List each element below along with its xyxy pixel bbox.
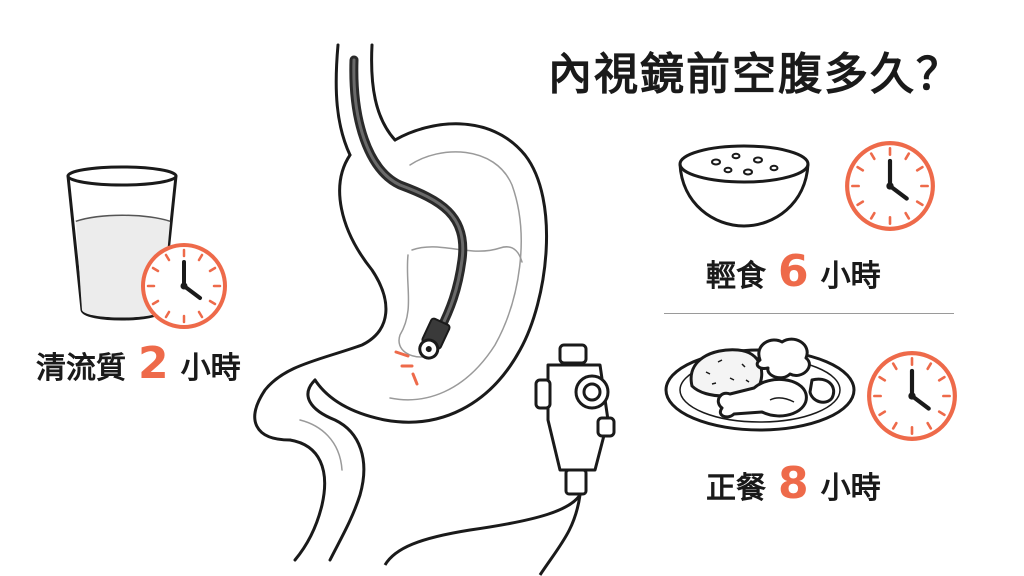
hours-unit: 小時 <box>820 471 881 506</box>
light-meal-label: 輕食 6 小時 <box>706 246 881 297</box>
soup-bowl-icon <box>678 144 810 228</box>
divider <box>664 313 954 314</box>
food-type: 清流質 <box>36 351 126 386</box>
food-type: 正餐 <box>706 471 766 506</box>
clock-icon <box>845 141 935 231</box>
hours-number: 6 <box>778 246 809 297</box>
clock-icon <box>867 351 957 441</box>
hours-unit: 小時 <box>180 351 241 386</box>
hours-unit: 小時 <box>820 259 881 294</box>
clock-icon <box>141 243 227 329</box>
page-title: 內視鏡前空腹多久？ <box>548 49 962 100</box>
meal-plate-icon <box>664 337 856 432</box>
hours-number: 2 <box>138 338 169 389</box>
clear-liquid-label: 清流質 2 小時 <box>36 338 241 389</box>
food-type: 輕食 <box>706 259 766 294</box>
full-meal-label: 正餐 8 小時 <box>706 458 881 509</box>
hours-number: 8 <box>778 458 809 509</box>
